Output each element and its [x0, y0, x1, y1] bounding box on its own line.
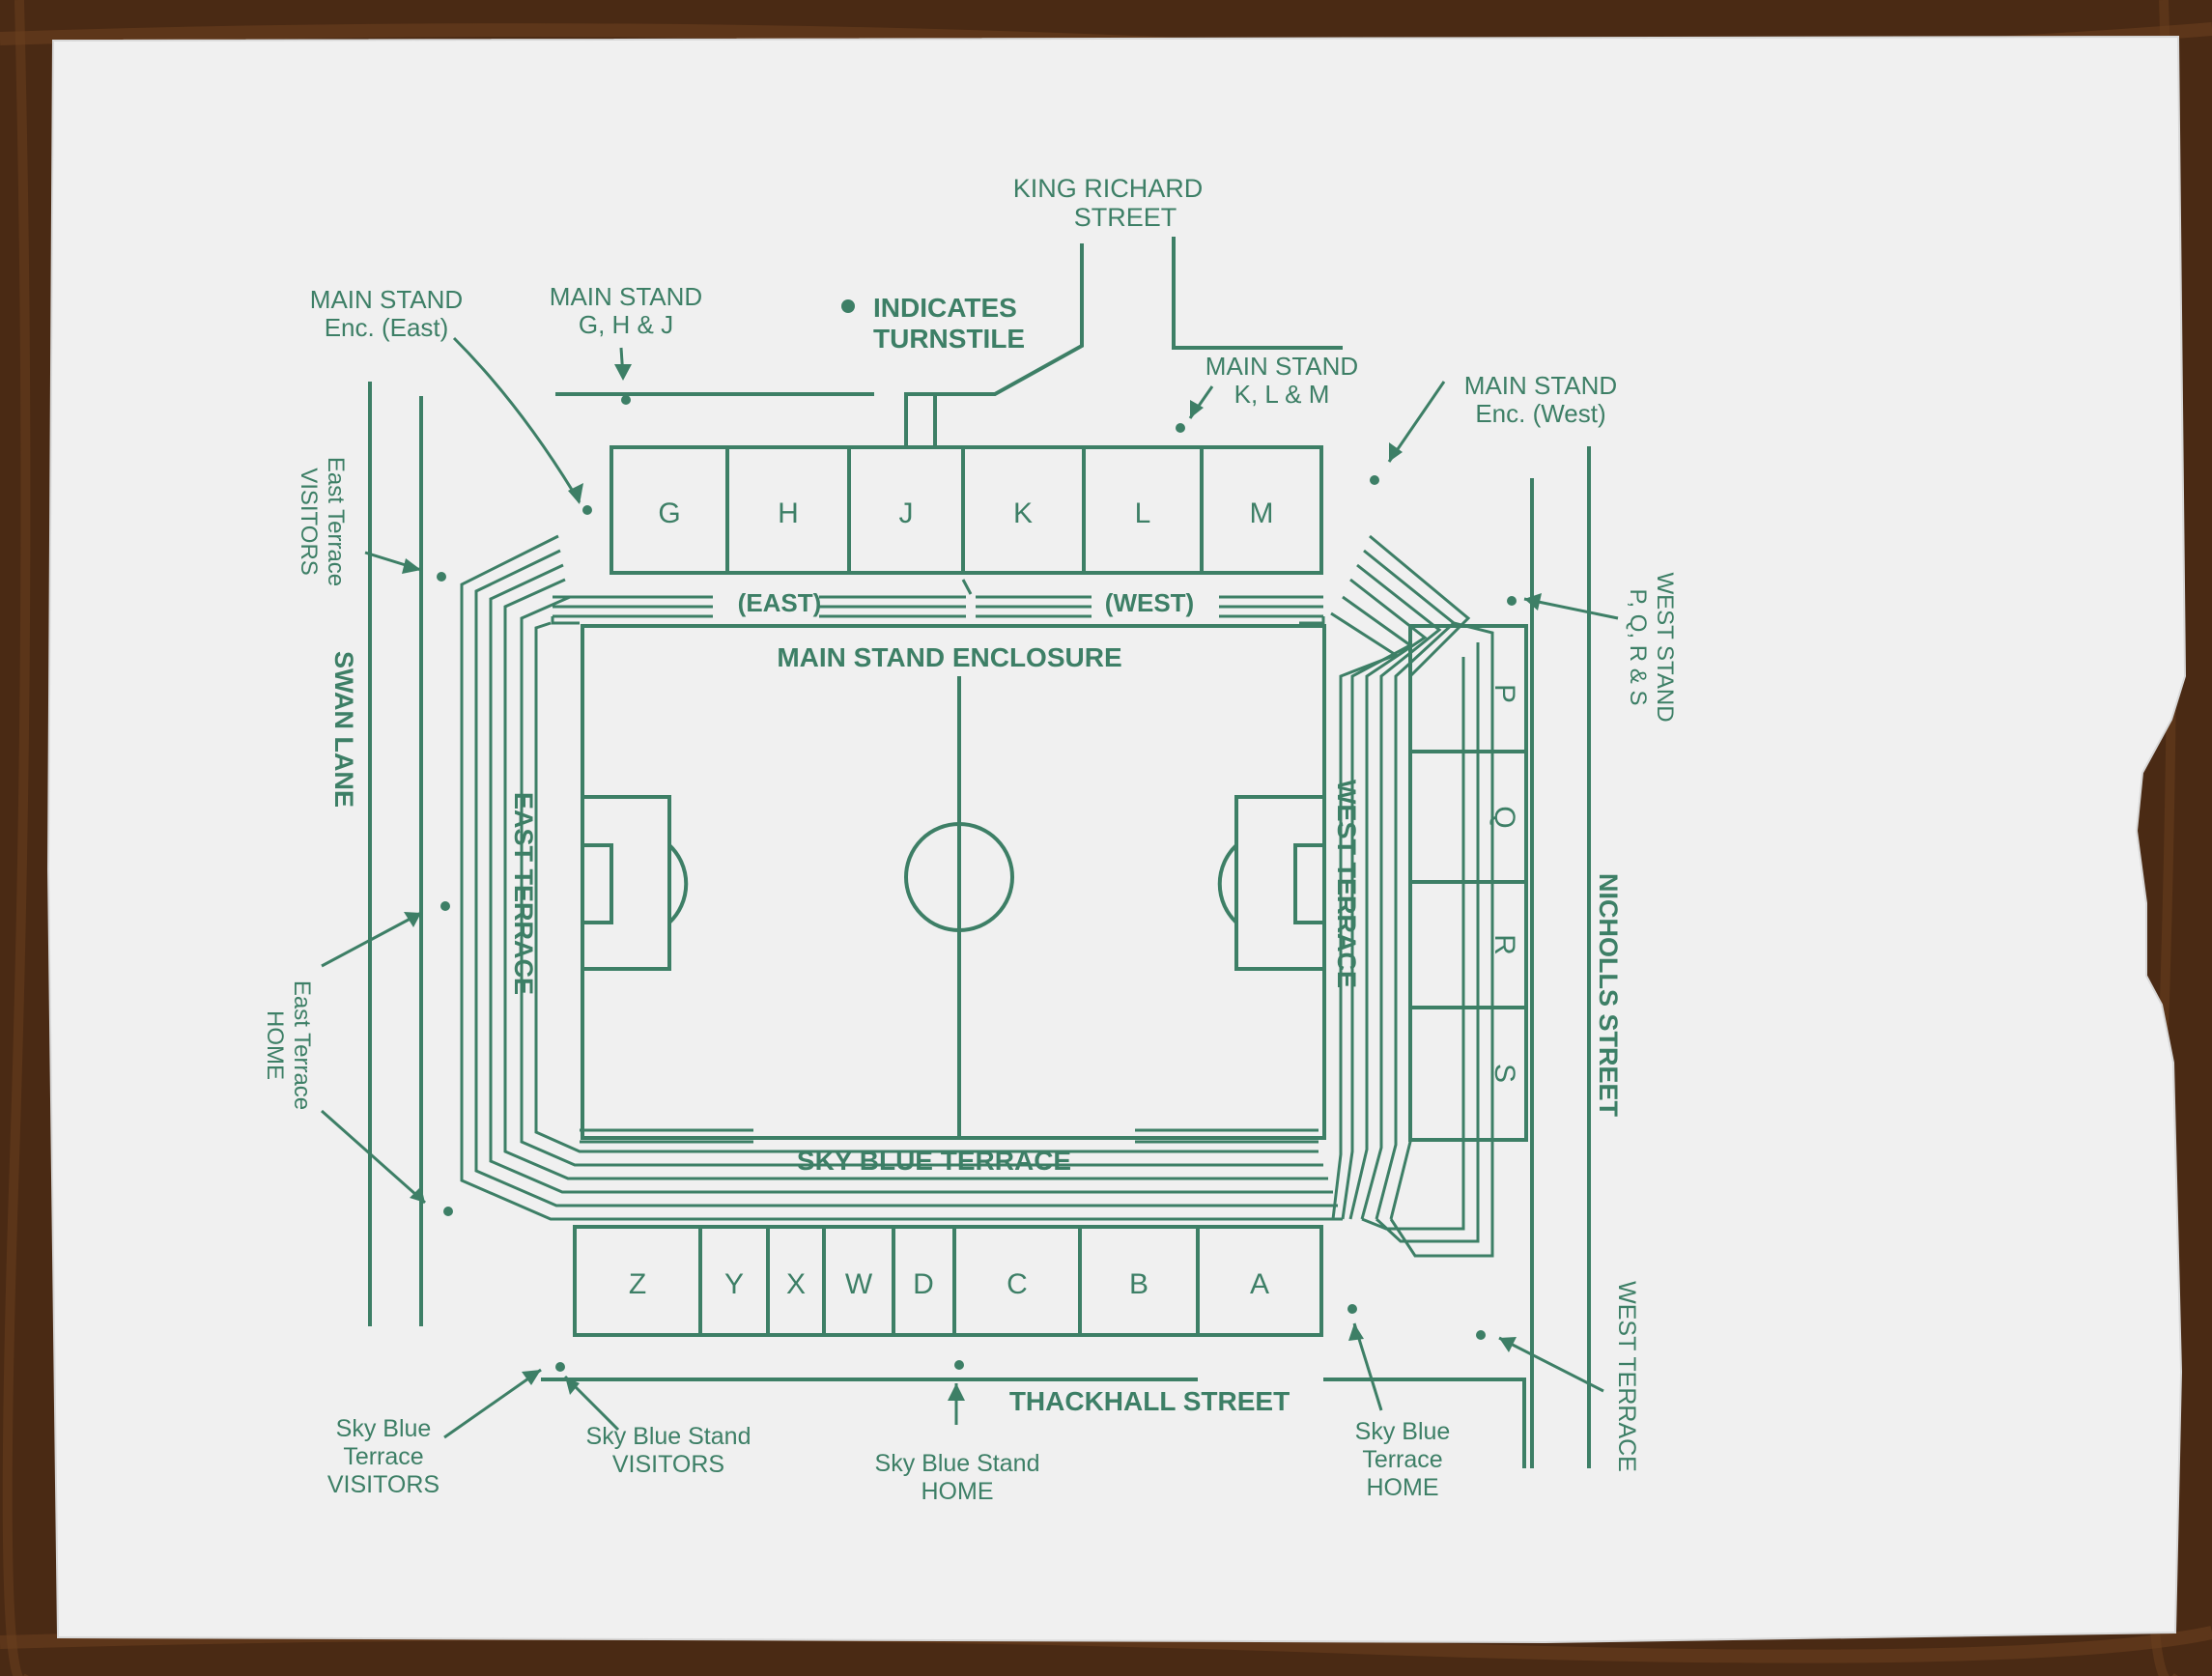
block-L-label: L [1135, 497, 1151, 529]
block-Q-label: Q [1489, 806, 1520, 828]
sb-terrace-home-line2: Terrace [1362, 1446, 1442, 1473]
ground-labels: (EAST) (WEST) MAIN STAND ENCLOSURE EAST … [509, 588, 1361, 1176]
turnstile-markers [321, 336, 1619, 1439]
street-top-line1: KING RICHARD [1013, 174, 1204, 203]
block-W-label: W [845, 1268, 873, 1300]
main-enc-west-line1: MAIN STAND [1464, 371, 1617, 400]
sb-stand-visitors-line2: VISITORS [612, 1451, 724, 1478]
legend-caption-line2: TURNSTILE [873, 324, 1025, 354]
block-H-label: H [778, 497, 799, 529]
street-lines [368, 237, 1591, 1468]
legend-caption-line1: INDICATES [873, 293, 1017, 323]
sky-blue-stand-block-labels: Z Y X W D C B A [629, 1268, 1269, 1300]
block-C-label: C [1007, 1268, 1028, 1300]
east-home-line1: East Terrace [289, 980, 315, 1110]
main-enc-east-line1: MAIN STAND [310, 285, 463, 314]
street-top-line2: STREET [1074, 203, 1177, 232]
block-Y-label: Y [724, 1268, 744, 1300]
block-K-label: K [1013, 497, 1033, 529]
block-M-label: M [1250, 497, 1274, 529]
sb-stand-home-line2: HOME [922, 1478, 994, 1505]
east-home-line2: HOME [262, 1010, 288, 1080]
block-G-label: G [658, 497, 680, 529]
west-pqrs-line1: WEST STAND [1652, 572, 1678, 722]
west-pqrs-line2: P, Q, R & S [1625, 589, 1651, 706]
sb-stand-home-line1: Sky Blue Stand [875, 1450, 1040, 1477]
east-visitors-line2: VISITORS [296, 468, 322, 576]
block-A-label: A [1250, 1268, 1269, 1300]
pitch [581, 624, 1326, 1140]
street-right: NICHOLLS STREET [1594, 873, 1623, 1118]
sb-terrace-home-line3: HOME [1367, 1474, 1439, 1501]
main-ghj-line1: MAIN STAND [550, 282, 702, 311]
block-S-label: S [1489, 1064, 1520, 1083]
block-A[interactable] [1196, 1225, 1323, 1337]
legend-dot-icon [841, 299, 855, 313]
block-Z-label: Z [629, 1268, 646, 1300]
block-M[interactable] [1200, 445, 1323, 575]
east-visitors-line1: East Terrace [323, 457, 349, 586]
street-labels: KING RICHARD STREET SWAN LANE NICHOLLS S… [329, 174, 1623, 1416]
sb-terrace-visitors-line3: VISITORS [327, 1471, 440, 1498]
main-klm-line2: K, L & M [1234, 380, 1330, 409]
sb-stand-visitors-line1: Sky Blue Stand [586, 1423, 752, 1450]
block-X-label: X [786, 1268, 806, 1300]
block-J-label: J [899, 497, 914, 529]
sb-terrace-visitors-line2: Terrace [343, 1443, 423, 1470]
sb-terrace-home-line1: Sky Blue [1355, 1418, 1451, 1445]
main-ghj-line2: G, H & J [579, 310, 673, 339]
enclosure-west-label: (WEST) [1105, 588, 1194, 617]
main-enc-east-line2: Enc. (East) [325, 313, 449, 342]
turnstile-legend: INDICATES TURNSTILE [841, 293, 1025, 354]
turnstile-labels: MAIN STAND Enc. (East) MAIN STAND G, H &… [262, 282, 1678, 1505]
west-stand [1408, 624, 1528, 1142]
street-bottom: THACKHALL STREET [1009, 1386, 1290, 1416]
main-enc-west-line2: Enc. (West) [1475, 399, 1605, 428]
terrace-steps [460, 534, 1494, 1258]
main-stand-enclosure-label: MAIN STAND ENCLOSURE [777, 642, 1121, 672]
sky-blue-stand [573, 1225, 1323, 1337]
block-P-label: P [1489, 684, 1520, 703]
west-stand-block-labels: P Q R S [1489, 684, 1520, 1083]
sky-blue-terrace-label: SKY BLUE TERRACE [797, 1146, 1071, 1176]
main-stand-block-labels: G H J K L M [658, 497, 1273, 529]
west-terrace-label: WEST TERRACE [1332, 780, 1361, 988]
west-terrace-turnstile-label: WEST TERRACE [1613, 1281, 1640, 1472]
block-D-label: D [913, 1268, 934, 1300]
main-klm-line1: MAIN STAND [1205, 352, 1358, 381]
east-terrace-label: EAST TERRACE [509, 792, 538, 995]
street-left: SWAN LANE [329, 651, 358, 808]
block-S[interactable] [1408, 1006, 1528, 1142]
paper-ticket [46, 35, 2187, 1644]
main-stand [610, 392, 1323, 575]
block-B-label: B [1129, 1268, 1149, 1300]
block-R-label: R [1489, 934, 1520, 955]
sb-terrace-visitors-line1: Sky Blue [336, 1415, 432, 1442]
enclosure-east-label: (EAST) [738, 588, 822, 617]
